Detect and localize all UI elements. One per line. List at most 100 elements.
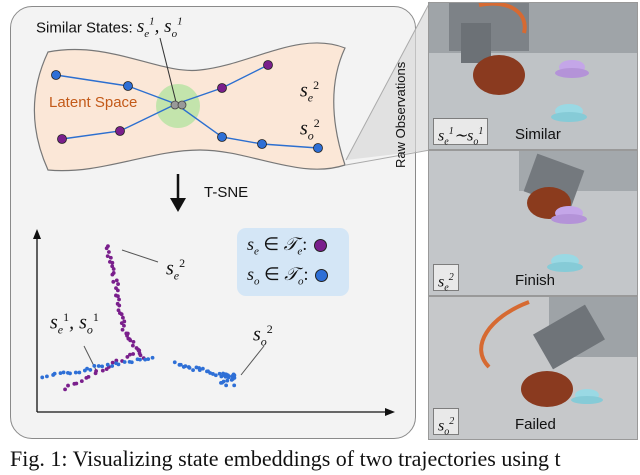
tsne-expert-point <box>104 246 109 251</box>
tsne-expert-point <box>131 352 136 356</box>
tsne-other-point <box>52 371 57 376</box>
se2-pointer <box>121 249 159 263</box>
photo-similar-scene <box>429 3 637 149</box>
tsne-other-point <box>217 371 222 376</box>
plot-y-arrow <box>33 229 41 239</box>
tsne-expert-point <box>114 278 119 283</box>
legend-other: so ∈ 𝒯o: <box>247 264 329 288</box>
tsne-other-point <box>92 363 97 368</box>
tsne-expert-point <box>100 368 105 373</box>
tsne-other-point <box>58 371 63 376</box>
tsne-other-point <box>77 370 82 375</box>
tsne-expert-point <box>111 279 116 284</box>
tsne-other-point <box>226 375 231 380</box>
plot-label-so2: so2 <box>253 322 273 349</box>
legend-expert: se ∈ 𝒯e: <box>247 234 327 258</box>
photo-similar-tag: se1∼so1 <box>433 118 489 148</box>
tsne-expert-point <box>63 387 67 392</box>
tsne-other-point <box>73 370 78 375</box>
so2-pointer <box>240 345 265 376</box>
tsne-other-point <box>143 357 148 362</box>
photo-finish-tag: se2 <box>433 264 459 294</box>
plot-label-se1-so1: se1, so1 <box>50 310 99 337</box>
legend: se ∈ 𝒯e: so ∈ 𝒯o: <box>237 228 349 296</box>
tsne-other-point <box>211 372 215 376</box>
tsne-expert-point <box>119 312 124 317</box>
tsne-expert-point <box>105 254 110 259</box>
tsne-other-point <box>129 360 134 365</box>
similar-states-label: Similar States: se1, so1 <box>36 16 183 41</box>
connector-line-bottom <box>345 149 431 166</box>
raw-observations-column: se1∼so1 Similar se2 Finish <box>428 2 638 440</box>
latent-diagram <box>33 37 395 416</box>
tsne-expert-point <box>94 369 98 373</box>
tsne-other-point <box>110 364 115 368</box>
tsne-other-point <box>85 366 89 371</box>
tsne-expert-point <box>108 255 113 260</box>
tsne-expert-point <box>79 379 84 384</box>
tsne-expert-point <box>119 321 124 326</box>
tsne-other-point <box>213 373 218 378</box>
tsne-other-point <box>146 357 151 362</box>
tsne-other-point <box>68 371 72 376</box>
tsne-expert-point <box>125 333 129 338</box>
tsne-other-point <box>231 372 236 377</box>
latent-label-se2: se2 <box>300 78 320 105</box>
observation-photo-finish: se2 Finish <box>428 150 638 296</box>
tsne-expert-point <box>128 338 133 343</box>
tsne-other-point <box>221 379 226 384</box>
tsne-expert-point <box>74 381 79 386</box>
tsne-other-point <box>230 377 235 381</box>
tsne-other-point <box>150 355 155 360</box>
tsne-other-point <box>45 374 49 379</box>
tsne-other-point <box>186 365 191 369</box>
tsne-other-point <box>178 362 183 367</box>
tsne-expert-point <box>114 358 119 363</box>
tsne-expert-point <box>116 308 121 313</box>
tsne-expert-point <box>122 323 126 328</box>
tsne-other-point <box>105 362 110 367</box>
tsne-other-point <box>61 370 66 375</box>
other-latent-points <box>51 70 323 153</box>
tsne-expert-point <box>128 352 132 357</box>
similar-pointer <box>159 37 177 103</box>
tsne-expert-point <box>117 303 122 308</box>
tsne-other-point <box>138 357 142 362</box>
tsne-other-point <box>219 374 224 379</box>
photo-failed-tag: so2 <box>433 408 460 438</box>
photo-similar-status: Similar <box>515 126 561 143</box>
tsne-expert-point <box>110 272 115 277</box>
shared-state-point-b <box>177 100 187 110</box>
tsne-other-point <box>183 364 188 369</box>
tsne-other-point <box>100 364 105 369</box>
connector-line-top <box>345 1 431 161</box>
photo-finish-scene <box>429 151 637 295</box>
legend-expert-marker <box>313 239 327 253</box>
tsne-expert-point <box>110 260 115 265</box>
tsne-expert-point <box>121 315 125 320</box>
photo-finish-status: Finish <box>515 272 556 289</box>
tsne-other-point <box>232 383 237 388</box>
tsne-expert-point <box>137 348 142 353</box>
tsne-expert-point <box>107 250 111 254</box>
tsne-other-point <box>225 378 230 383</box>
photo-failed-status: Failed <box>515 416 556 433</box>
tsne-other-point <box>224 383 229 388</box>
tsne-expert-point <box>86 374 91 379</box>
tsne-expert-point <box>66 383 70 388</box>
tsne-expert-point <box>115 288 120 293</box>
plot-x-arrow <box>385 408 395 416</box>
tsne-other-point <box>88 368 93 372</box>
expert-latent-points <box>57 60 273 144</box>
tsne-expert-point <box>138 353 143 358</box>
tsne-other-point <box>205 369 209 374</box>
tsne-expert-points <box>63 244 146 392</box>
tsne-label: T-SNE <box>204 184 249 201</box>
tsne-other-point <box>172 360 177 365</box>
tsne-expert-point <box>116 282 120 286</box>
tsne-expert-point <box>125 355 130 359</box>
tsne-arrow-head <box>170 198 186 212</box>
tsne-expert-point <box>120 327 125 332</box>
tsne-other-point <box>223 374 228 379</box>
